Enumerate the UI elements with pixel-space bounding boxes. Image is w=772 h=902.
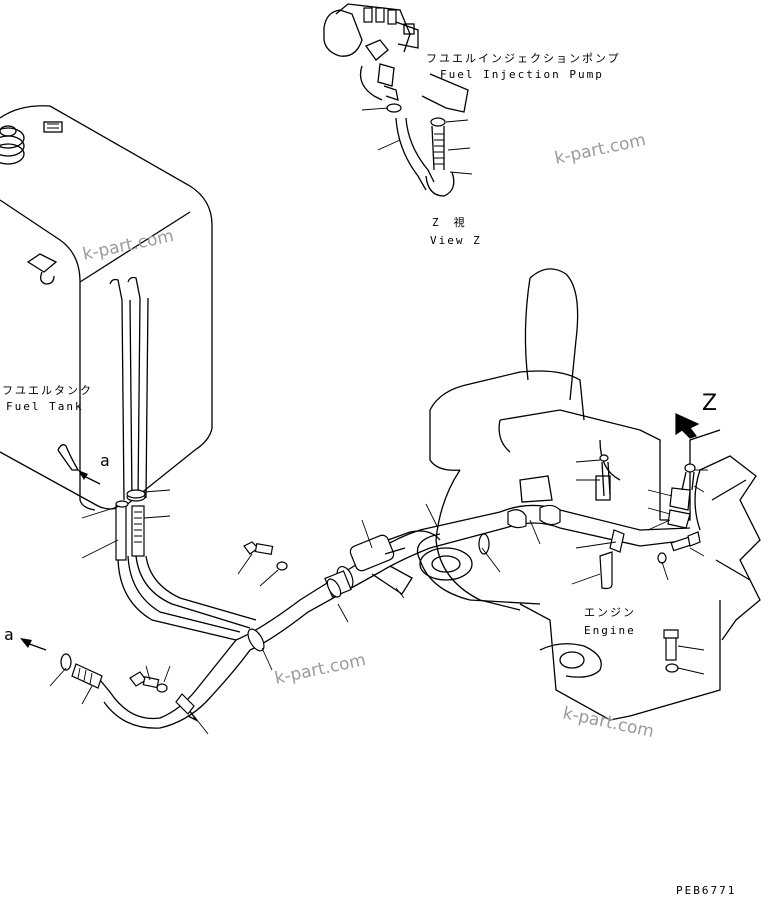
fuel-tank-label-jp: フユエルタンク: [2, 384, 93, 397]
engine-label-jp: エンジン: [584, 606, 636, 619]
view-z-arrow: Z: [675, 391, 717, 439]
injection-pump-inset: [323, 3, 469, 197]
view-arrow-z-label: Z: [702, 391, 717, 416]
arrow-a-upper: a: [78, 451, 112, 485]
fuel-tank: [0, 105, 213, 511]
leader-lines: [49, 107, 708, 735]
lower-hose-parts: [60, 653, 195, 715]
filter-bolts: [243, 541, 288, 571]
injection-pump-label-en: Fuel Injection Pump: [440, 68, 604, 81]
view-z-label-jp: Z 視: [432, 215, 467, 229]
line-clamps: [179, 533, 490, 722]
arrow-a-lower-label: a: [4, 625, 16, 644]
drawing-code: PEB6771: [676, 884, 736, 897]
watermark: k-part.com: [273, 650, 368, 689]
watermark: k-part.com: [553, 130, 648, 169]
engine-fittings: [507, 454, 701, 673]
injection-pump-label-jp: フユエルインジェクションポンプ: [426, 52, 621, 65]
engine: [416, 268, 721, 721]
view-z-label-en: View Z: [430, 234, 482, 247]
arrow-a-upper-label: a: [100, 451, 112, 470]
tank-cap: [0, 125, 25, 165]
watermark: k-part.com: [561, 703, 656, 742]
watermark: k-part.com: [81, 226, 176, 265]
tank-fuel-pipes: [115, 297, 257, 641]
engine-label-en: Engine: [584, 624, 636, 637]
cooling-fan: [694, 455, 761, 641]
fuel-tank-label-en: Fuel Tank: [6, 400, 84, 413]
arrow-a-lower: a: [4, 625, 47, 651]
